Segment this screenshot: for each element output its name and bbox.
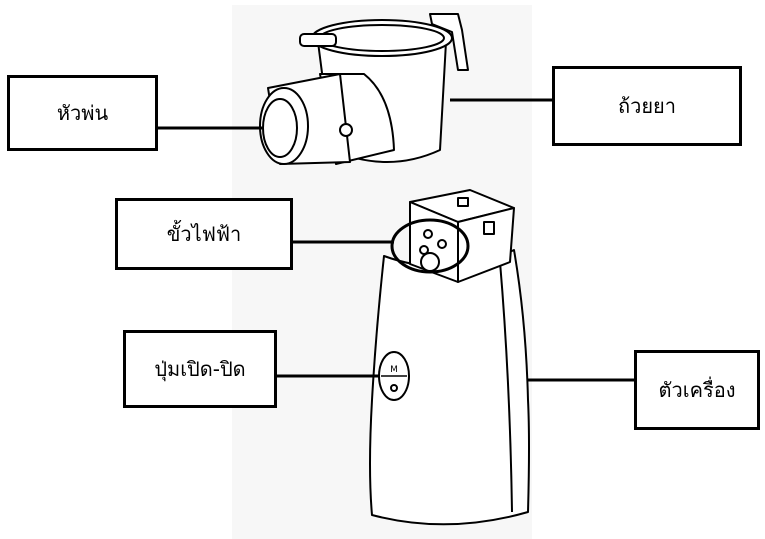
label-medicine-cup: ถ้วยยา: [552, 66, 742, 146]
connector-slot-top: [457, 197, 469, 207]
label-main-unit-text: ตัวเครื่อง: [658, 378, 736, 402]
nozzle-hole: [339, 123, 353, 137]
main-unit-body: [369, 249, 530, 526]
cup-clip-right: [429, 13, 469, 71]
label-main-unit: ตัวเครื่อง: [634, 350, 760, 430]
electrode-pin-2: [437, 239, 447, 249]
medicine-cup-rim-inner: [319, 24, 445, 52]
power-button-marking: M: [390, 365, 398, 375]
label-nozzle-text: หัวพ่น: [56, 101, 109, 125]
medicine-cup-assembly: [259, 13, 469, 165]
nozzle-opening: [262, 98, 298, 158]
label-medicine-cup-text: ถ้วยยา: [617, 94, 676, 118]
electrode-highlight: [390, 218, 470, 274]
leader-lines: [158, 98, 634, 382]
label-nozzle: หัวพ่น: [7, 75, 158, 151]
connector-slot-side: [483, 221, 495, 235]
main-unit-seam: [499, 261, 513, 513]
label-power-button-text: ปุ่มเปิด-ปิด: [154, 357, 246, 381]
cup-hinge-left: [299, 33, 337, 47]
main-unit-assembly: M: [369, 189, 530, 526]
electrode-pin-1: [423, 229, 433, 239]
label-electrodes: ขั้วไฟฟ้า: [115, 198, 293, 270]
electrode-pin-big: [420, 252, 440, 272]
power-button-dot: [390, 384, 398, 392]
label-power-button: ปุ่มเปิด-ปิด: [123, 330, 277, 408]
label-electrodes-text: ขั้วไฟฟ้า: [166, 222, 242, 246]
